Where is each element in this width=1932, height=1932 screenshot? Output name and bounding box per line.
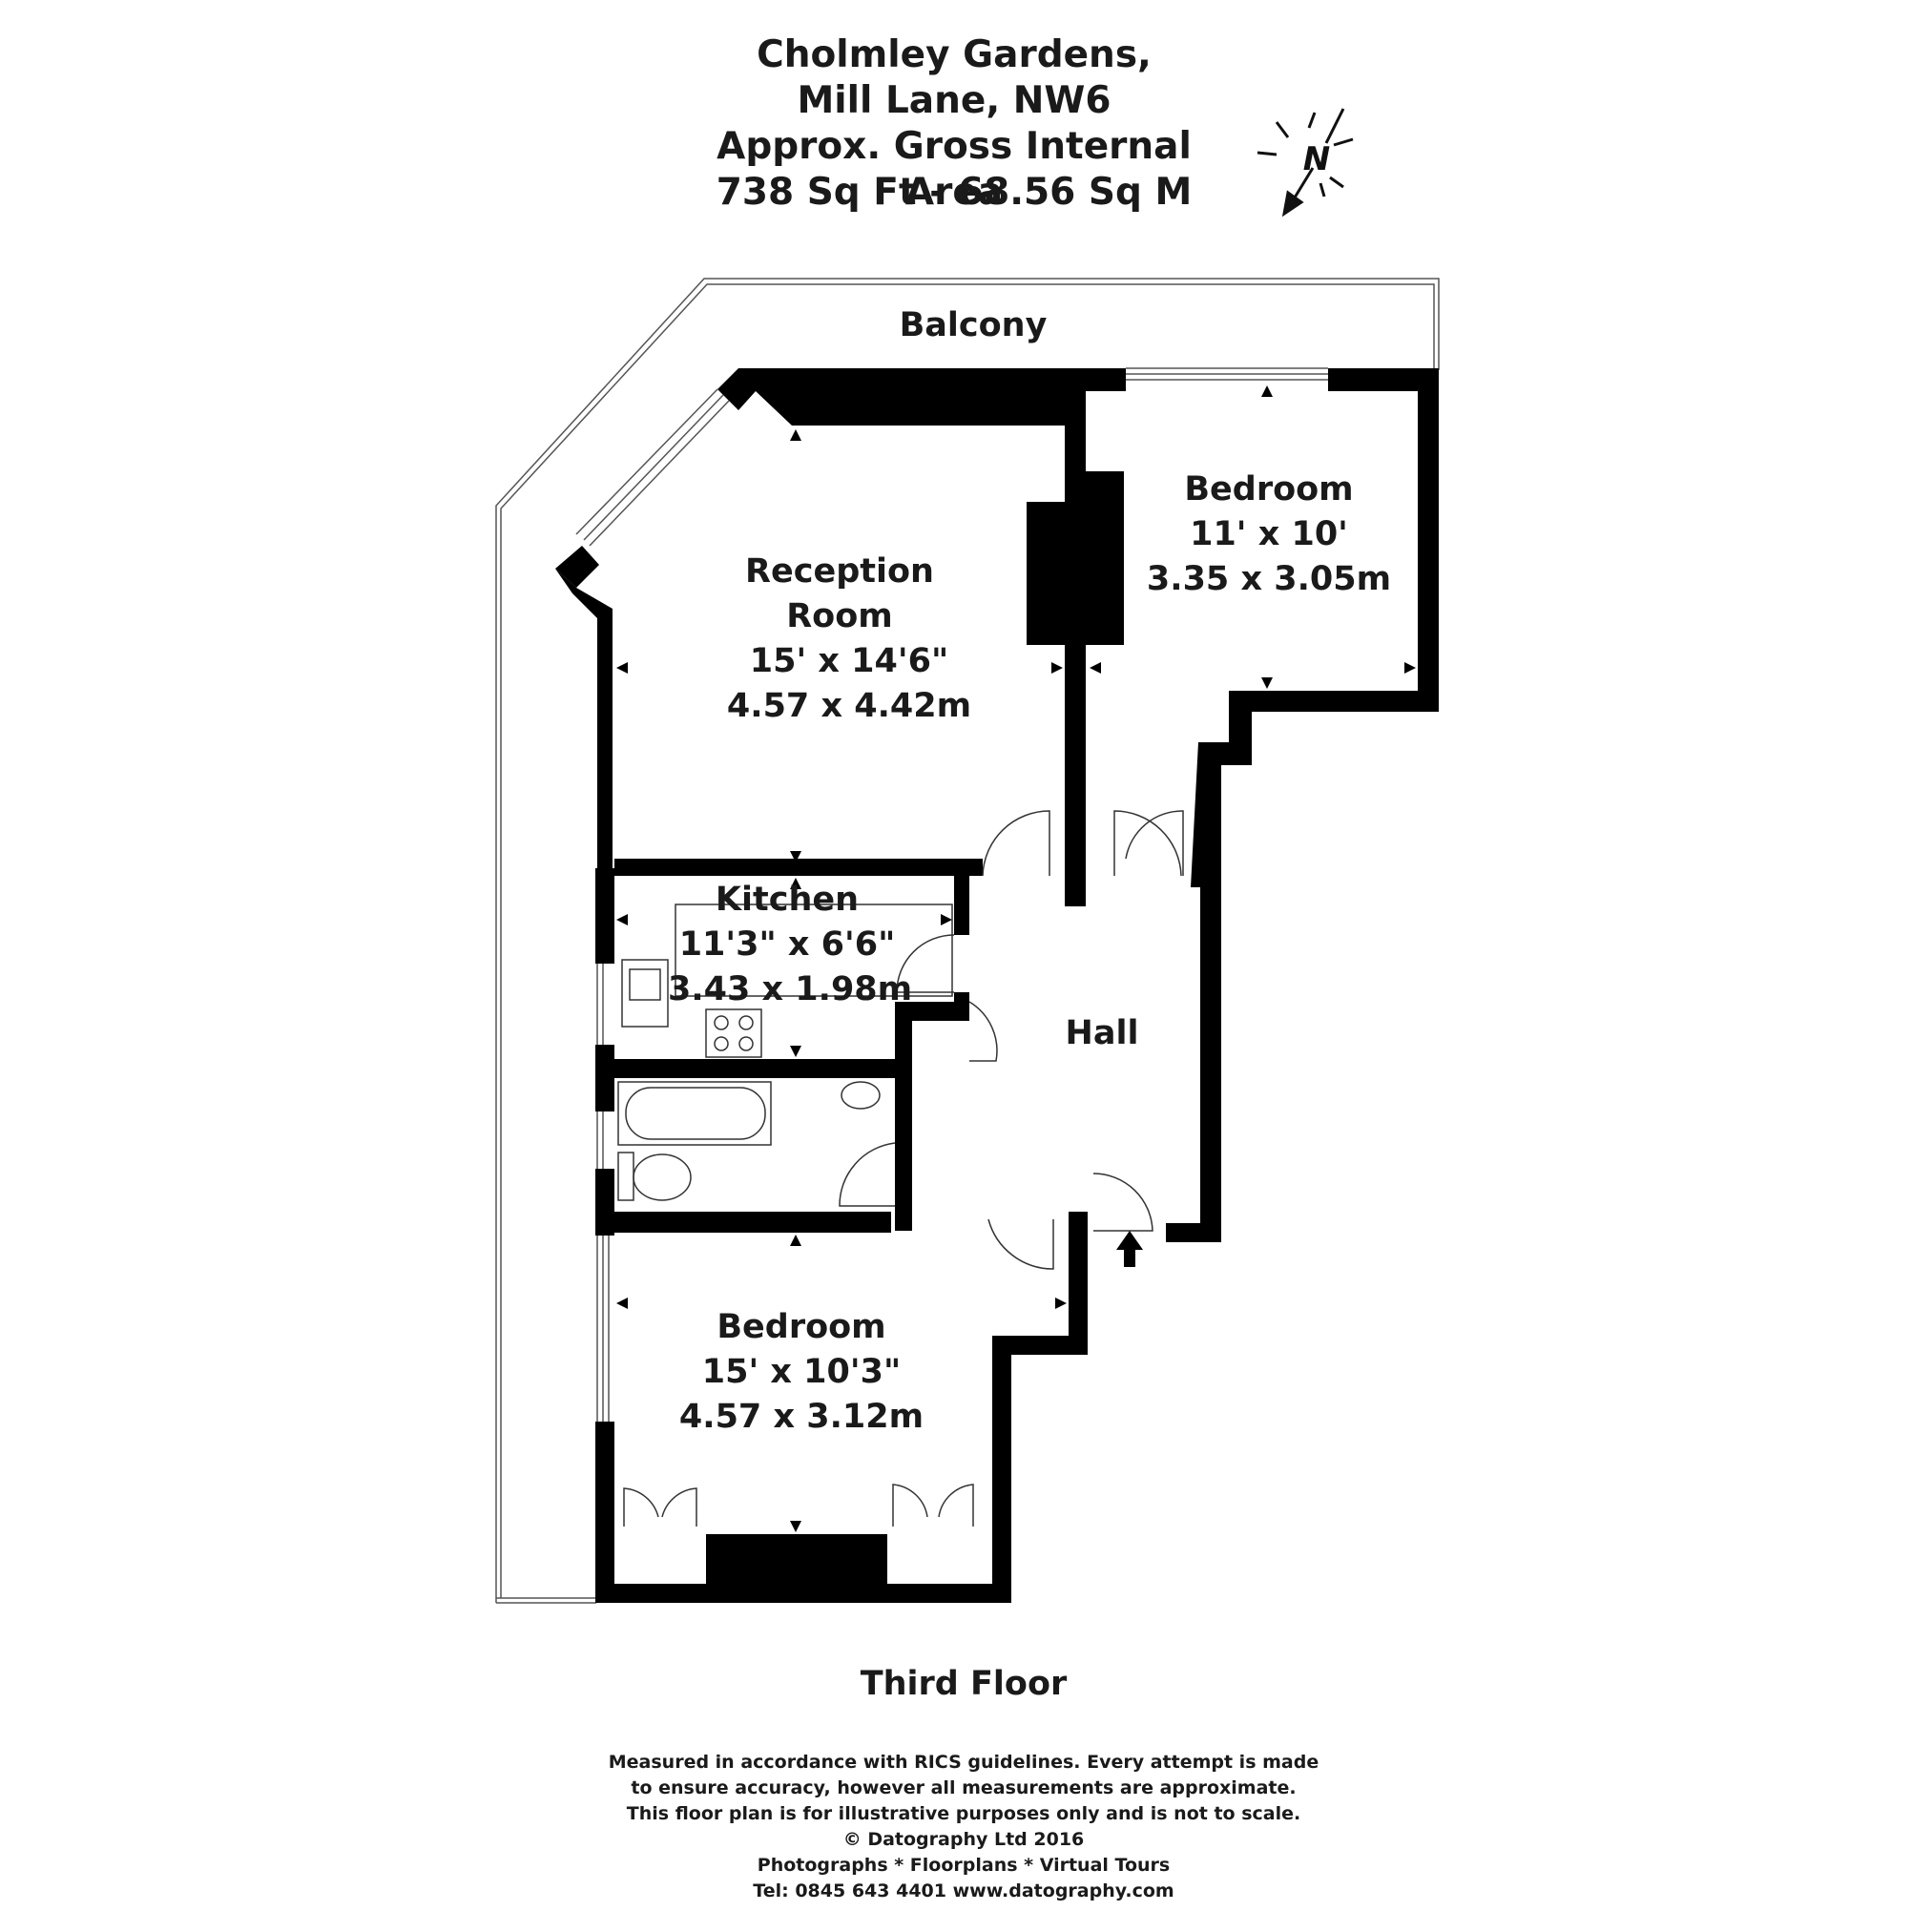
address-line-2: Mill Lane, NW6 [797,79,1111,122]
bedroom1-imperial: 11' x 10' [1190,515,1348,553]
hall-label: Hall [1065,1014,1139,1052]
balcony-outline [495,278,1440,1604]
compass-icon: N [1257,108,1354,218]
bath-icon [617,1081,772,1146]
washbasin-icon [841,1081,881,1110]
toilet-icon [617,1152,634,1201]
bedroom2-imperial: 15' x 10'3" [701,1353,902,1391]
kitchen-fittings [621,904,953,1058]
door-swings [623,810,1184,1527]
reception-label-line2: Room [786,597,893,635]
compass-n-label: N [1303,140,1330,178]
footer-services: Photographs * Floorplans * Virtual Tours [757,1855,1171,1876]
bedroom1-label: Bedroom [1184,470,1354,509]
reception-label-line1: Reception [745,552,934,591]
kitchen-label: Kitchen [715,881,860,919]
walls [555,368,1439,1603]
reception-metric: 4.57 x 4.42m [726,687,972,725]
address-line-1: Cholmley Gardens, [757,33,1152,76]
windows [575,367,1328,1422]
floor-label: Third Floor [860,1665,1068,1703]
area-title: Approx. Gross Internal Area [717,125,1192,214]
footer-copyright: © Datography Ltd 2016 [842,1829,1085,1850]
kitchen-metric: 3.43 x 1.98m [668,970,913,1008]
entrance-arrow-icon [1116,1231,1143,1267]
kitchen-imperial: 11'3" x 6'6" [678,925,896,964]
footer-line-3: This floor plan is for illustrative purp… [626,1803,1301,1824]
footer-contact: Tel: 0845 643 4401 www.datography.com [753,1880,1174,1901]
hob-icon [705,1008,762,1058]
balcony-label: Balcony [899,306,1048,344]
footer-line-1: Measured in accordance with RICS guideli… [608,1752,1319,1773]
bedroom1-metric: 3.35 x 3.05m [1146,560,1392,598]
bedroom2-metric: 4.57 x 3.12m [678,1398,924,1436]
dimension-markers [616,385,1416,1532]
bathroom-fittings [617,1081,881,1201]
area-value: 738 Sq Ft - 68.56 Sq M [716,171,1193,214]
sink-icon [621,959,669,1028]
kitchen-worktop [675,904,953,997]
footer-line-2: to ensure accuracy, however all measurem… [631,1777,1297,1798]
reception-imperial: 15' x 14'6" [749,642,949,680]
bedroom2-label: Bedroom [717,1308,886,1346]
